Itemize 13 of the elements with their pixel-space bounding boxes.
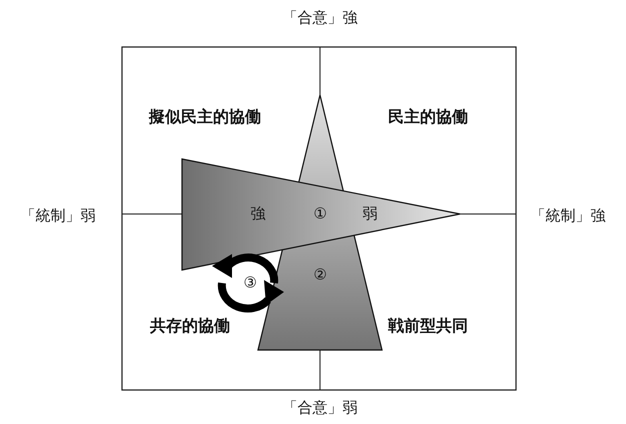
axis-label: 「合意」強 [282, 10, 358, 26]
wedge-label: 弱 [362, 206, 378, 222]
axis-label: 「統制」弱 [20, 208, 96, 224]
circled-number: ① [314, 206, 326, 222]
axis-label: 「統制」強 [530, 208, 606, 224]
quadrant-label: 戦前型共同 [388, 318, 468, 334]
circled-number: ② [314, 268, 326, 282]
quadrant-label: 擬似民主的協働 [149, 109, 261, 125]
wedge-label: 強 [250, 206, 266, 222]
quadrant-label: 共存的協働 [150, 318, 230, 334]
quadrant-label: 民主的協働 [388, 109, 468, 125]
axis-label: 「合意」弱 [282, 400, 358, 416]
circled-number: ③ [244, 276, 256, 290]
